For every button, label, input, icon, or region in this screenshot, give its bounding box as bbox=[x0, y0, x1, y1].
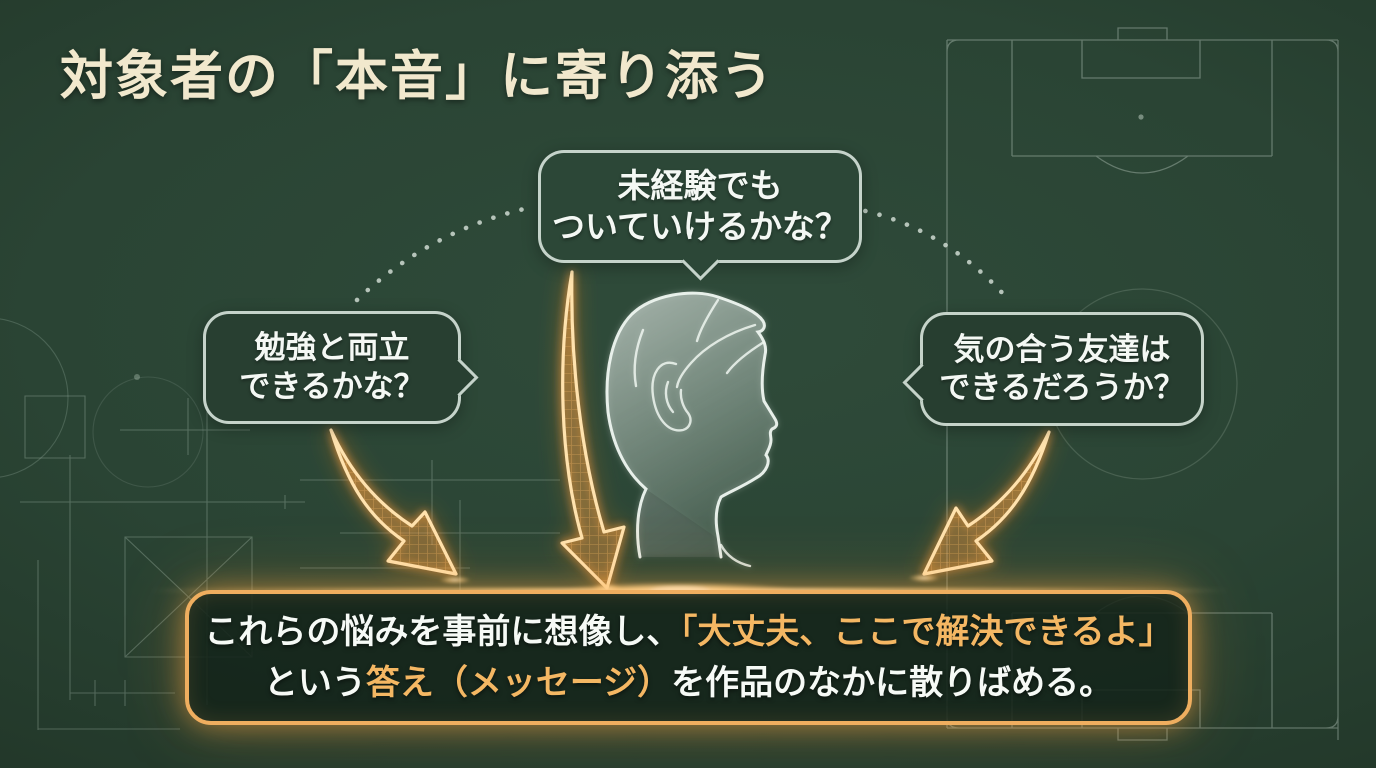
speech-bubble-right: 気の合う友達は できるだろうか？ bbox=[902, 312, 1204, 426]
conclusion-line2: という答え（メッセージ）を作品のなかに散りばめる。 bbox=[189, 658, 1188, 709]
speech-bubble-top: 未経験でも ついていけるかな？ bbox=[538, 150, 862, 281]
slide-title: 対象者の「本音」に寄り添う bbox=[60, 48, 775, 106]
bubble-top-line1: 未経験でも bbox=[617, 166, 783, 204]
bubble-left-line2: できるかな？ bbox=[239, 368, 425, 404]
conclusion-line1-highlight: 「大丈夫、ここで解決できるよ」 bbox=[680, 612, 1173, 651]
conclusion-line1: これらの悩みを事前に想像し、「大丈夫、ここで解決できるよ」 bbox=[189, 607, 1188, 658]
bubble-top-line2: ついていけるかな？ bbox=[551, 207, 848, 245]
curved-arrow-down-left-icon bbox=[922, 430, 1051, 576]
conclusion-line2-text-pre: という bbox=[263, 663, 366, 702]
curved-arrow-down-right-icon bbox=[329, 428, 458, 576]
dotted-arc-left bbox=[354, 206, 527, 303]
speech-bubble-left: 勉強と両立 できるかな？ bbox=[203, 311, 479, 424]
bubble-right-line1: 気の合う友達は bbox=[953, 331, 1171, 367]
conclusion-line2-highlight: 答え（メッセージ） bbox=[365, 663, 672, 702]
dotted-arc-connectors bbox=[354, 205, 1009, 303]
conclusion-line2-text-post: を作品のなかに散りばめる。 bbox=[671, 663, 1114, 702]
hair-and-ear-lines bbox=[633, 298, 766, 568]
dotted-arc-right bbox=[848, 205, 1009, 300]
bubble-left-line1: 勉強と両立 bbox=[254, 330, 410, 366]
conclusion-box: これらの悩みを事前に想像し、「大丈夫、ここで解決できるよ」 という答え（メッセー… bbox=[185, 590, 1192, 725]
conclusion-line1-text: これらの悩みを事前に想像し、 bbox=[204, 612, 681, 651]
bubble-right-line2: できるだろうか？ bbox=[939, 370, 1185, 405]
